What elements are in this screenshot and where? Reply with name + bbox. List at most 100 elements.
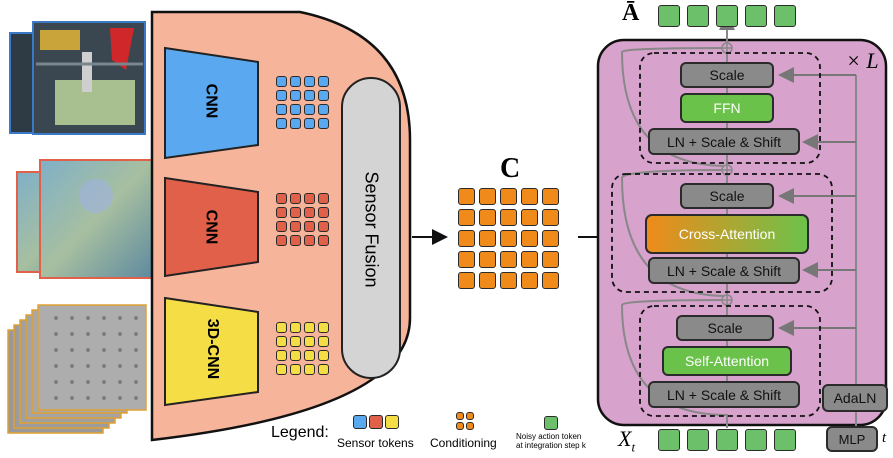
output-action-token bbox=[658, 5, 680, 27]
conditioning-token bbox=[542, 209, 559, 226]
legend-sensor-token bbox=[353, 415, 367, 429]
sensor-token bbox=[290, 90, 301, 101]
legend-noisy-label-1: Noisy action token bbox=[516, 432, 582, 441]
self-ln-box: LN + Scale & Shift bbox=[648, 381, 800, 408]
depth-image-stack bbox=[7, 304, 147, 434]
sensor-token bbox=[276, 104, 287, 115]
conditioning-token bbox=[458, 230, 475, 247]
sensor-token bbox=[290, 221, 301, 232]
self-subblock bbox=[639, 305, 821, 417]
sensor-token bbox=[290, 322, 301, 333]
mlp-box: MLP bbox=[826, 426, 878, 452]
conditioning-token bbox=[542, 272, 559, 289]
input-label-sub: t bbox=[631, 439, 636, 455]
sensor-token bbox=[276, 322, 287, 333]
legend-sensor-token bbox=[369, 415, 383, 429]
cnn-top-shape bbox=[164, 46, 259, 160]
sensor-token bbox=[318, 336, 329, 347]
legend-conditioning-token bbox=[466, 422, 474, 430]
sensor-token bbox=[290, 364, 301, 375]
conditioning-token bbox=[479, 272, 496, 289]
conditioning-token bbox=[521, 209, 538, 226]
conditioning-token bbox=[479, 230, 496, 247]
cnn-mid-label: CNN bbox=[202, 209, 220, 245]
cnn-top-label: CNN bbox=[202, 83, 220, 119]
input-action-token bbox=[716, 429, 738, 451]
legend-title: Legend: bbox=[271, 424, 329, 441]
sensor-token bbox=[290, 76, 301, 87]
legend-conditioning-token bbox=[456, 412, 464, 420]
sensor-token bbox=[290, 336, 301, 347]
cross-scale-box: Scale bbox=[680, 183, 774, 209]
legend-conditioning-label: Conditioning bbox=[430, 436, 497, 450]
legend-conditioning-token bbox=[456, 422, 464, 430]
input-action-token bbox=[658, 429, 680, 451]
conditioning-token bbox=[479, 209, 496, 226]
conditioning-token bbox=[458, 188, 475, 205]
sensor-token bbox=[318, 235, 329, 246]
conditioning-token bbox=[542, 188, 559, 205]
cross-ln-box: LN + Scale & Shift bbox=[648, 257, 800, 284]
output-label: Ā bbox=[622, 0, 640, 26]
sensor-token bbox=[276, 235, 287, 246]
conditioning-token bbox=[500, 230, 517, 247]
conditioning-token bbox=[500, 209, 517, 226]
sensor-token bbox=[276, 118, 287, 129]
input-label-main: X bbox=[618, 426, 632, 451]
sensor-fusion-label: Sensor Fusion bbox=[361, 171, 382, 288]
cnn-3d-label: 3D-CNN bbox=[204, 318, 222, 380]
cnn-3d-shape bbox=[164, 296, 259, 407]
sensor-token bbox=[304, 221, 315, 232]
camera-images bbox=[9, 21, 146, 135]
sensor-token bbox=[290, 350, 301, 361]
sensor-token bbox=[276, 336, 287, 347]
self-scale-box: Scale bbox=[676, 315, 774, 341]
conditioning-label: C bbox=[500, 153, 521, 184]
sensor-token bbox=[276, 221, 287, 232]
input-action-token bbox=[774, 429, 796, 451]
sensor-token bbox=[276, 350, 287, 361]
sensor-fusion-shape bbox=[341, 77, 401, 379]
sensor-token bbox=[304, 193, 315, 204]
conditioning-token bbox=[479, 188, 496, 205]
conditioning-token bbox=[500, 188, 517, 205]
ffn-scale-box: Scale bbox=[680, 62, 774, 88]
sensor-token bbox=[276, 207, 287, 218]
legend-noisy-label-2: at integration step k bbox=[516, 441, 586, 450]
input-label: Xt bbox=[618, 426, 635, 455]
conditioning-token bbox=[521, 188, 538, 205]
conditioning-token bbox=[500, 272, 517, 289]
conditioning-token bbox=[458, 209, 475, 226]
conditioning-token bbox=[542, 251, 559, 268]
output-action-token bbox=[716, 5, 738, 27]
sensor-token bbox=[318, 350, 329, 361]
conditioning-token bbox=[479, 251, 496, 268]
sensor-token bbox=[276, 90, 287, 101]
sensor-token bbox=[290, 104, 301, 115]
output-action-token bbox=[687, 5, 709, 27]
legend-sensor-token bbox=[385, 415, 399, 429]
sensor-token bbox=[290, 118, 301, 129]
sensor-token bbox=[290, 235, 301, 246]
sensor-token bbox=[276, 364, 287, 375]
conditioning-token bbox=[521, 272, 538, 289]
output-action-token bbox=[774, 5, 796, 27]
sensor-token bbox=[318, 322, 329, 333]
ffn-box: FFN bbox=[680, 93, 774, 123]
cnn-mid-shape bbox=[164, 176, 259, 278]
sensor-token bbox=[318, 193, 329, 204]
input-action-token bbox=[745, 429, 767, 451]
repeat-label: × L bbox=[846, 48, 879, 73]
sensor-token bbox=[276, 76, 287, 87]
residual-adders bbox=[721, 42, 733, 306]
sensor-token bbox=[304, 235, 315, 246]
self-attention-box: Self-Attention bbox=[662, 346, 792, 376]
legend-conditioning-token bbox=[466, 412, 474, 420]
sensor-token bbox=[304, 104, 315, 115]
sensor-token bbox=[276, 193, 287, 204]
ffn-subblock bbox=[639, 52, 821, 164]
sensor-token bbox=[318, 76, 329, 87]
sensor-token bbox=[304, 350, 315, 361]
sensor-token bbox=[318, 221, 329, 232]
